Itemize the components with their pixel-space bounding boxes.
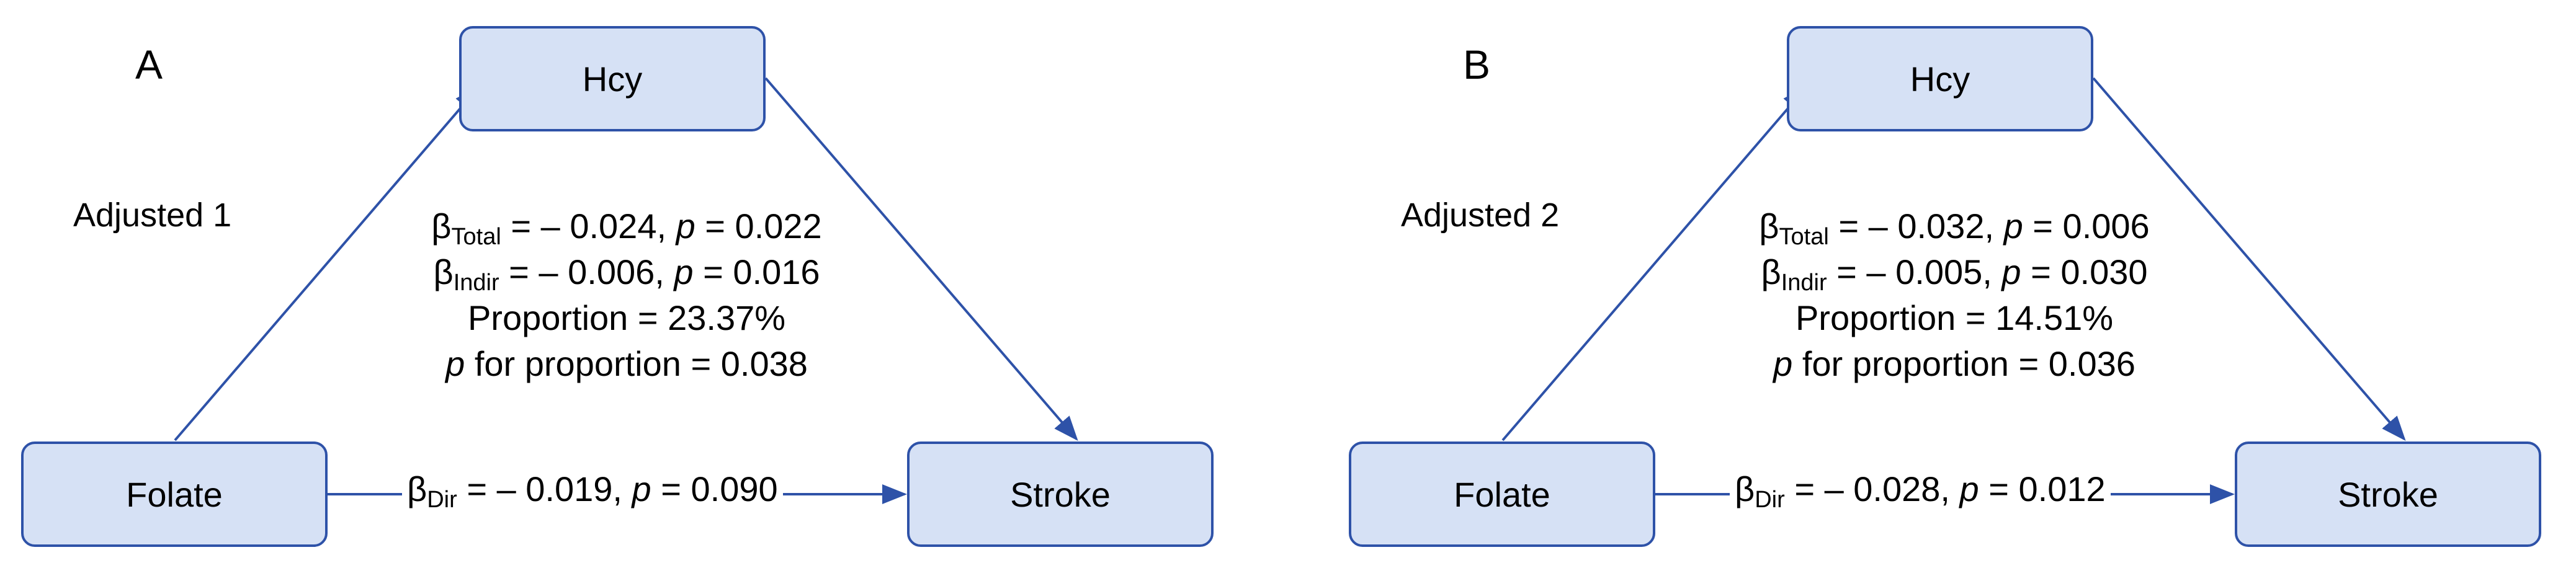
p-symbol: p bbox=[445, 344, 465, 383]
indirect-effect: βIndir = – 0.005, p = 0.030 bbox=[1675, 249, 2234, 295]
arrow-folate-to-hcy bbox=[1501, 86, 1807, 442]
beta-symbol: β bbox=[1761, 252, 1781, 291]
total-effect: βTotal = – 0.032, p = 0.006 bbox=[1675, 203, 2234, 249]
panel-letter: A bbox=[135, 42, 163, 87]
node-folate: Folate bbox=[21, 442, 328, 547]
beta-symbol: β bbox=[407, 469, 427, 508]
proportion-p-text: for proportion = 0.036 bbox=[1792, 344, 2135, 383]
node-stroke-label: Stroke bbox=[1010, 474, 1111, 514]
direct-effect: βDir = – 0.028, p = 0.012 bbox=[1730, 469, 2111, 512]
total-p-value: = 0.022 bbox=[695, 206, 822, 246]
stats-block: βTotal = – 0.032, p = 0.006 βIndir = – 0… bbox=[1675, 203, 2234, 387]
beta-subscript: Dir bbox=[1755, 487, 1785, 513]
node-stroke: Stroke bbox=[2235, 442, 2541, 547]
indirect-value: = – 0.006, bbox=[499, 252, 674, 291]
total-effect: βTotal = – 0.024, p = 0.022 bbox=[347, 203, 906, 249]
node-folate: Folate bbox=[1349, 442, 1655, 547]
beta-subscript: Indir bbox=[1781, 270, 1827, 296]
beta-symbol: β bbox=[431, 206, 452, 246]
beta-symbol: β bbox=[433, 252, 454, 291]
arrow-hcy-to-stroke bbox=[2092, 77, 2406, 442]
proportion-p: p for proportion = 0.038 bbox=[347, 341, 906, 387]
proportion: Proportion = 14.51% bbox=[1795, 298, 2114, 337]
model-label: Adjusted 2 bbox=[1401, 197, 1560, 234]
proportion: Proportion = 23.37% bbox=[467, 298, 786, 337]
direct-value: = – 0.028, bbox=[1784, 469, 1960, 508]
panel-a: A Adjusted 1 Hcy Folate Stroke βTotal = … bbox=[21, 26, 1214, 547]
p-symbol: p bbox=[674, 252, 694, 291]
beta-symbol: β bbox=[1759, 206, 1779, 246]
total-value: = – 0.032, bbox=[1828, 206, 2004, 246]
direct-p-value: = 0.090 bbox=[651, 469, 778, 508]
total-p-value: = 0.006 bbox=[2023, 206, 2150, 246]
total-value: = – 0.024, bbox=[501, 206, 676, 246]
p-symbol: p bbox=[1959, 469, 1979, 508]
indirect-effect: βIndir = – 0.006, p = 0.016 bbox=[347, 249, 906, 295]
model-label: Adjusted 1 bbox=[73, 197, 232, 234]
direct-p-value: = 0.012 bbox=[1979, 469, 2106, 508]
indirect-p-value: = 0.016 bbox=[693, 252, 820, 291]
beta-subscript: Dir bbox=[427, 487, 457, 513]
p-symbol: p bbox=[676, 206, 695, 246]
arrow-folate-to-hcy bbox=[174, 86, 480, 442]
beta-subscript: Total bbox=[1779, 224, 1829, 250]
arrow-hcy-to-stroke bbox=[764, 77, 1078, 442]
direct-value: = – 0.019, bbox=[457, 469, 632, 508]
node-stroke-label: Stroke bbox=[2338, 474, 2438, 514]
proportion-p: p for proportion = 0.036 bbox=[1675, 341, 2234, 387]
beta-subscript: Total bbox=[451, 224, 501, 250]
node-hcy: Hcy bbox=[459, 26, 766, 131]
node-stroke: Stroke bbox=[907, 442, 1214, 547]
p-symbol: p bbox=[2003, 206, 2023, 246]
node-folate-label: Folate bbox=[1454, 474, 1550, 514]
indirect-value: = – 0.005, bbox=[1827, 252, 2002, 291]
proportion-p-text: for proportion = 0.038 bbox=[465, 344, 808, 383]
indirect-p-value: = 0.030 bbox=[2021, 252, 2148, 291]
panel-b: B Adjusted 2 Hcy Folate Stroke βTotal = … bbox=[1328, 0, 2576, 568]
stats-block: βTotal = – 0.024, p = 0.022 βIndir = – 0… bbox=[347, 203, 906, 387]
beta-subscript: Indir bbox=[453, 270, 499, 296]
p-symbol: p bbox=[632, 469, 651, 508]
node-hcy: Hcy bbox=[1787, 26, 2093, 131]
panel-letter: B bbox=[1463, 42, 1491, 87]
node-folate-label: Folate bbox=[126, 474, 223, 514]
node-hcy-label: Hcy bbox=[582, 59, 643, 99]
p-symbol: p bbox=[2001, 252, 2021, 291]
p-symbol: p bbox=[1773, 344, 1793, 383]
node-hcy-label: Hcy bbox=[1910, 59, 1970, 99]
direct-effect: βDir = – 0.019, p = 0.090 bbox=[402, 469, 783, 512]
beta-symbol: β bbox=[1735, 469, 1755, 508]
